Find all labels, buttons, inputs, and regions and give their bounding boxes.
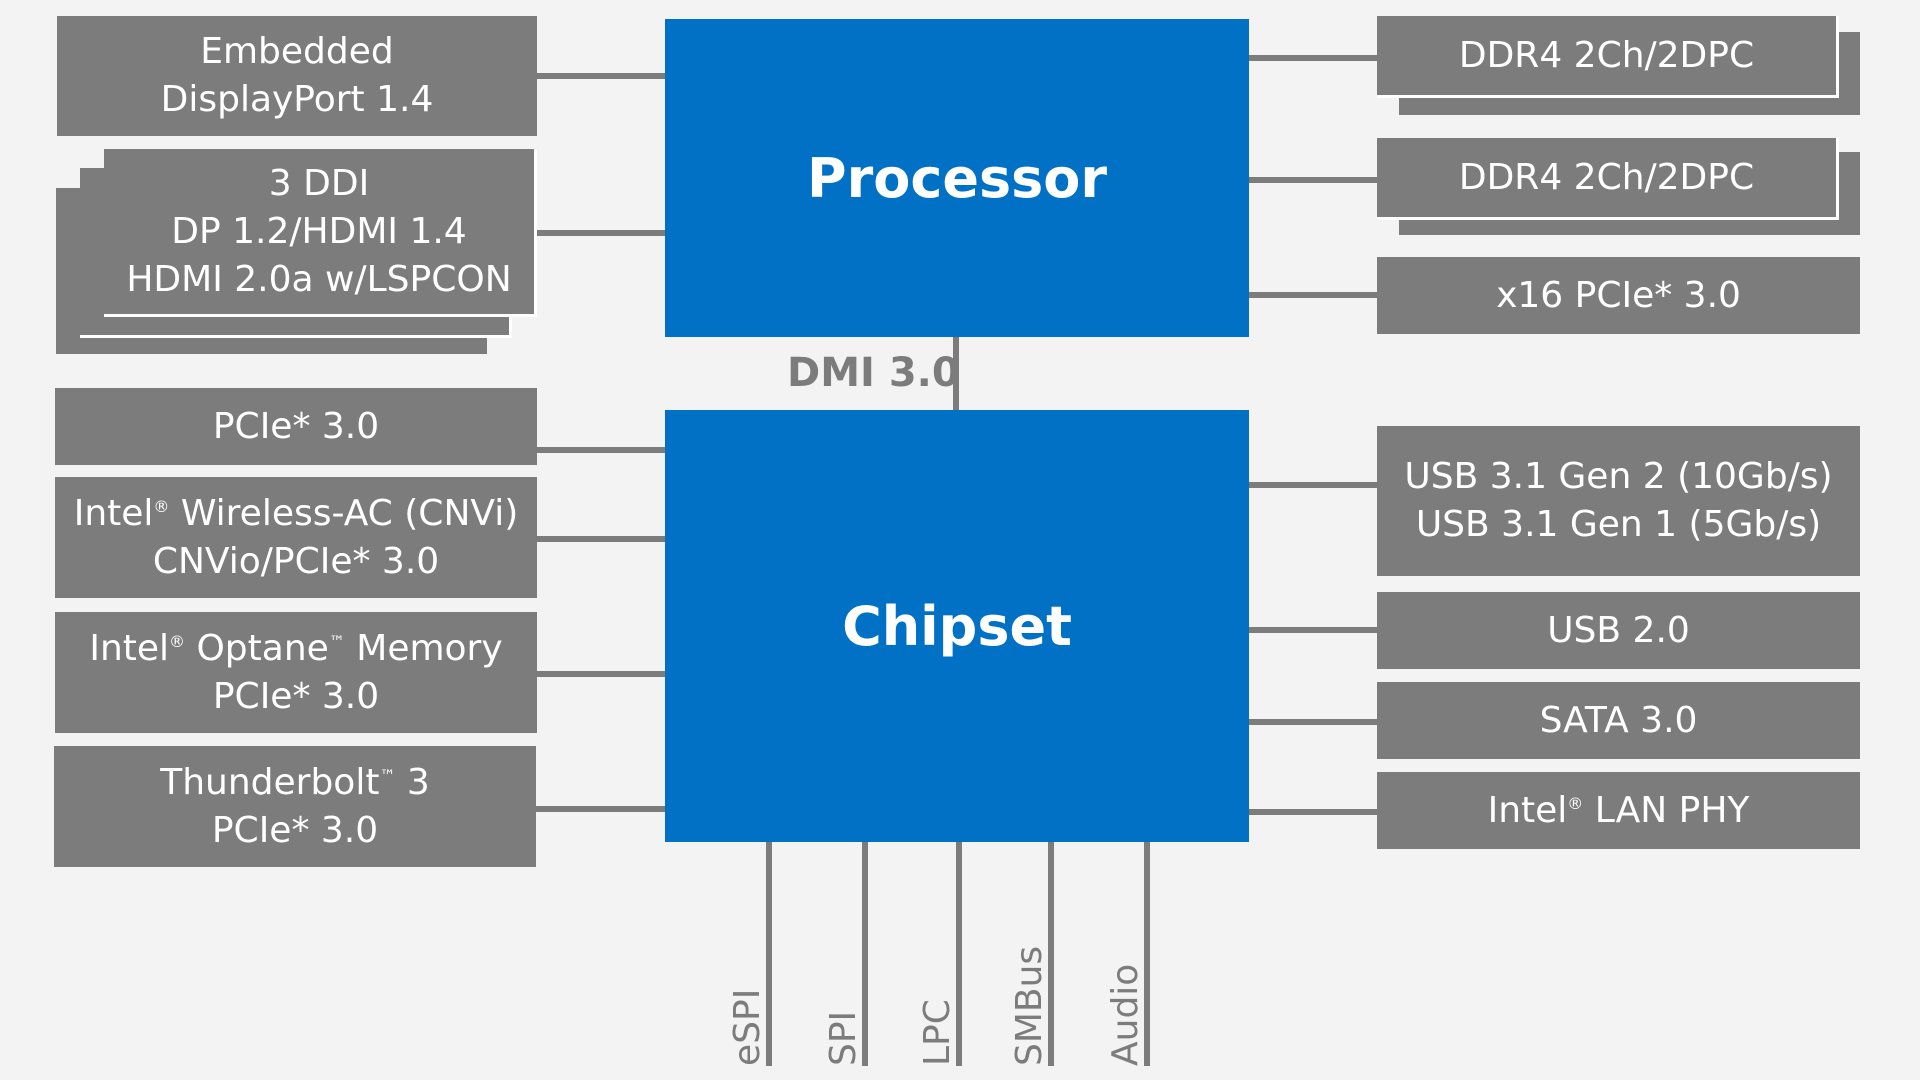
lan-phy-box: Intel® LAN PHY (1377, 772, 1860, 849)
registered-mark: ® (169, 631, 186, 651)
box-text-line: PCIe* 3.0 (212, 405, 380, 447)
box-text-line: DisplayPort 1.4 (160, 79, 434, 120)
box-text-line: PCIe* 3.0 (211, 809, 379, 851)
registered-mark: ® (153, 496, 170, 516)
connector-line (537, 230, 665, 236)
box-text-line: Embedded (200, 31, 394, 72)
espi-bus-line (766, 842, 772, 1066)
ddr4-box: DDR4 2Ch/2DPC (1377, 16, 1839, 98)
audio-label: Audio (1105, 963, 1146, 1066)
smbus-bus-line (1048, 842, 1054, 1066)
ddr4-box: DDR4 2Ch/2DPC (1377, 138, 1839, 220)
connector-line (1249, 627, 1377, 633)
processor-block: Processor (665, 19, 1249, 337)
box-text-line: x16 PCIe* 3.0 (1496, 274, 1741, 316)
box-text-line: Thunderbolt™ 3 (160, 761, 430, 803)
usb31-box: USB 3.1 Gen 2 (10Gb/s) USB 3.1 Gen 1 (5G… (1377, 426, 1860, 576)
pcie-box: PCIe* 3.0 (55, 388, 537, 465)
connector-line (536, 806, 665, 812)
smbus-label: SMBus (1009, 945, 1050, 1066)
box-text-line: DP 1.2/HDMI 1.4 (171, 210, 467, 252)
connector-line (1249, 719, 1377, 725)
sata-box: SATA 3.0 (1377, 682, 1860, 759)
optane-memory-box: Intel® Optane™ Memory PCIe* 3.0 (55, 612, 537, 733)
lpc-bus-line (956, 842, 962, 1066)
spi-bus-line (862, 842, 868, 1066)
box-text-line: USB 2.0 (1547, 609, 1690, 651)
box-text-line: SATA 3.0 (1539, 699, 1698, 741)
box-text-line: CNVio/PCIe* 3.0 (152, 540, 440, 582)
box-text-line: HDMI 2.0a w/LSPCON (126, 258, 512, 300)
connector-line (1249, 55, 1377, 61)
dmi-link-line (953, 337, 959, 410)
connector-line (1249, 482, 1377, 488)
connector-line (537, 671, 665, 677)
spi-label: SPI (823, 1010, 864, 1066)
box-text-line: PCIe* 3.0 (212, 675, 380, 717)
connector-line (537, 447, 665, 453)
usb20-box: USB 2.0 (1377, 592, 1860, 669)
box-text-line: Intel® Wireless-AC (CNVi) (73, 492, 519, 534)
connector-line (537, 73, 665, 79)
box-text-line: DDR4 2Ch/2DPC (1458, 34, 1755, 76)
lpc-label: LPC (917, 999, 958, 1066)
audio-bus-line (1144, 842, 1150, 1066)
box-text-line: DDR4 2Ch/2DPC (1458, 156, 1755, 198)
connector-line (1249, 292, 1377, 298)
box-text-line: USB 3.1 Gen 1 (5Gb/s) (1415, 504, 1822, 545)
chipset-block: Chipset (665, 410, 1249, 842)
box-text-line: USB 3.1 Gen 2 (10Gb/s) (1404, 456, 1833, 497)
dmi-label: DMI 3.0 (787, 350, 960, 396)
embedded-displayport-box: Embedded DisplayPort 1.4 (57, 16, 537, 136)
box-text-line: 3 DDI (268, 162, 370, 204)
box-text-line: Intel® LAN PHY (1487, 789, 1750, 831)
trademark-mark: ™ (328, 631, 345, 651)
chipset-label: Chipset (842, 594, 1072, 658)
wireless-ac-box: Intel® Wireless-AC (CNVi) CNVio/PCIe* 3.… (55, 477, 537, 598)
registered-mark: ® (1567, 793, 1584, 813)
connector-line (1249, 809, 1377, 815)
ddi-box: 3 DDI DP 1.2/HDMI 1.4 HDMI 2.0a w/LSPCON (104, 149, 537, 317)
espi-label: eSPI (727, 988, 768, 1066)
connector-line (1249, 177, 1377, 183)
box-text-line: Intel® Optane™ Memory (89, 627, 503, 669)
processor-label: Processor (807, 146, 1107, 210)
thunderbolt-box: Thunderbolt™ 3 PCIe* 3.0 (54, 746, 536, 867)
connector-line (537, 536, 665, 542)
x16-pcie-box: x16 PCIe* 3.0 (1377, 257, 1860, 334)
trademark-mark: ™ (379, 765, 396, 785)
